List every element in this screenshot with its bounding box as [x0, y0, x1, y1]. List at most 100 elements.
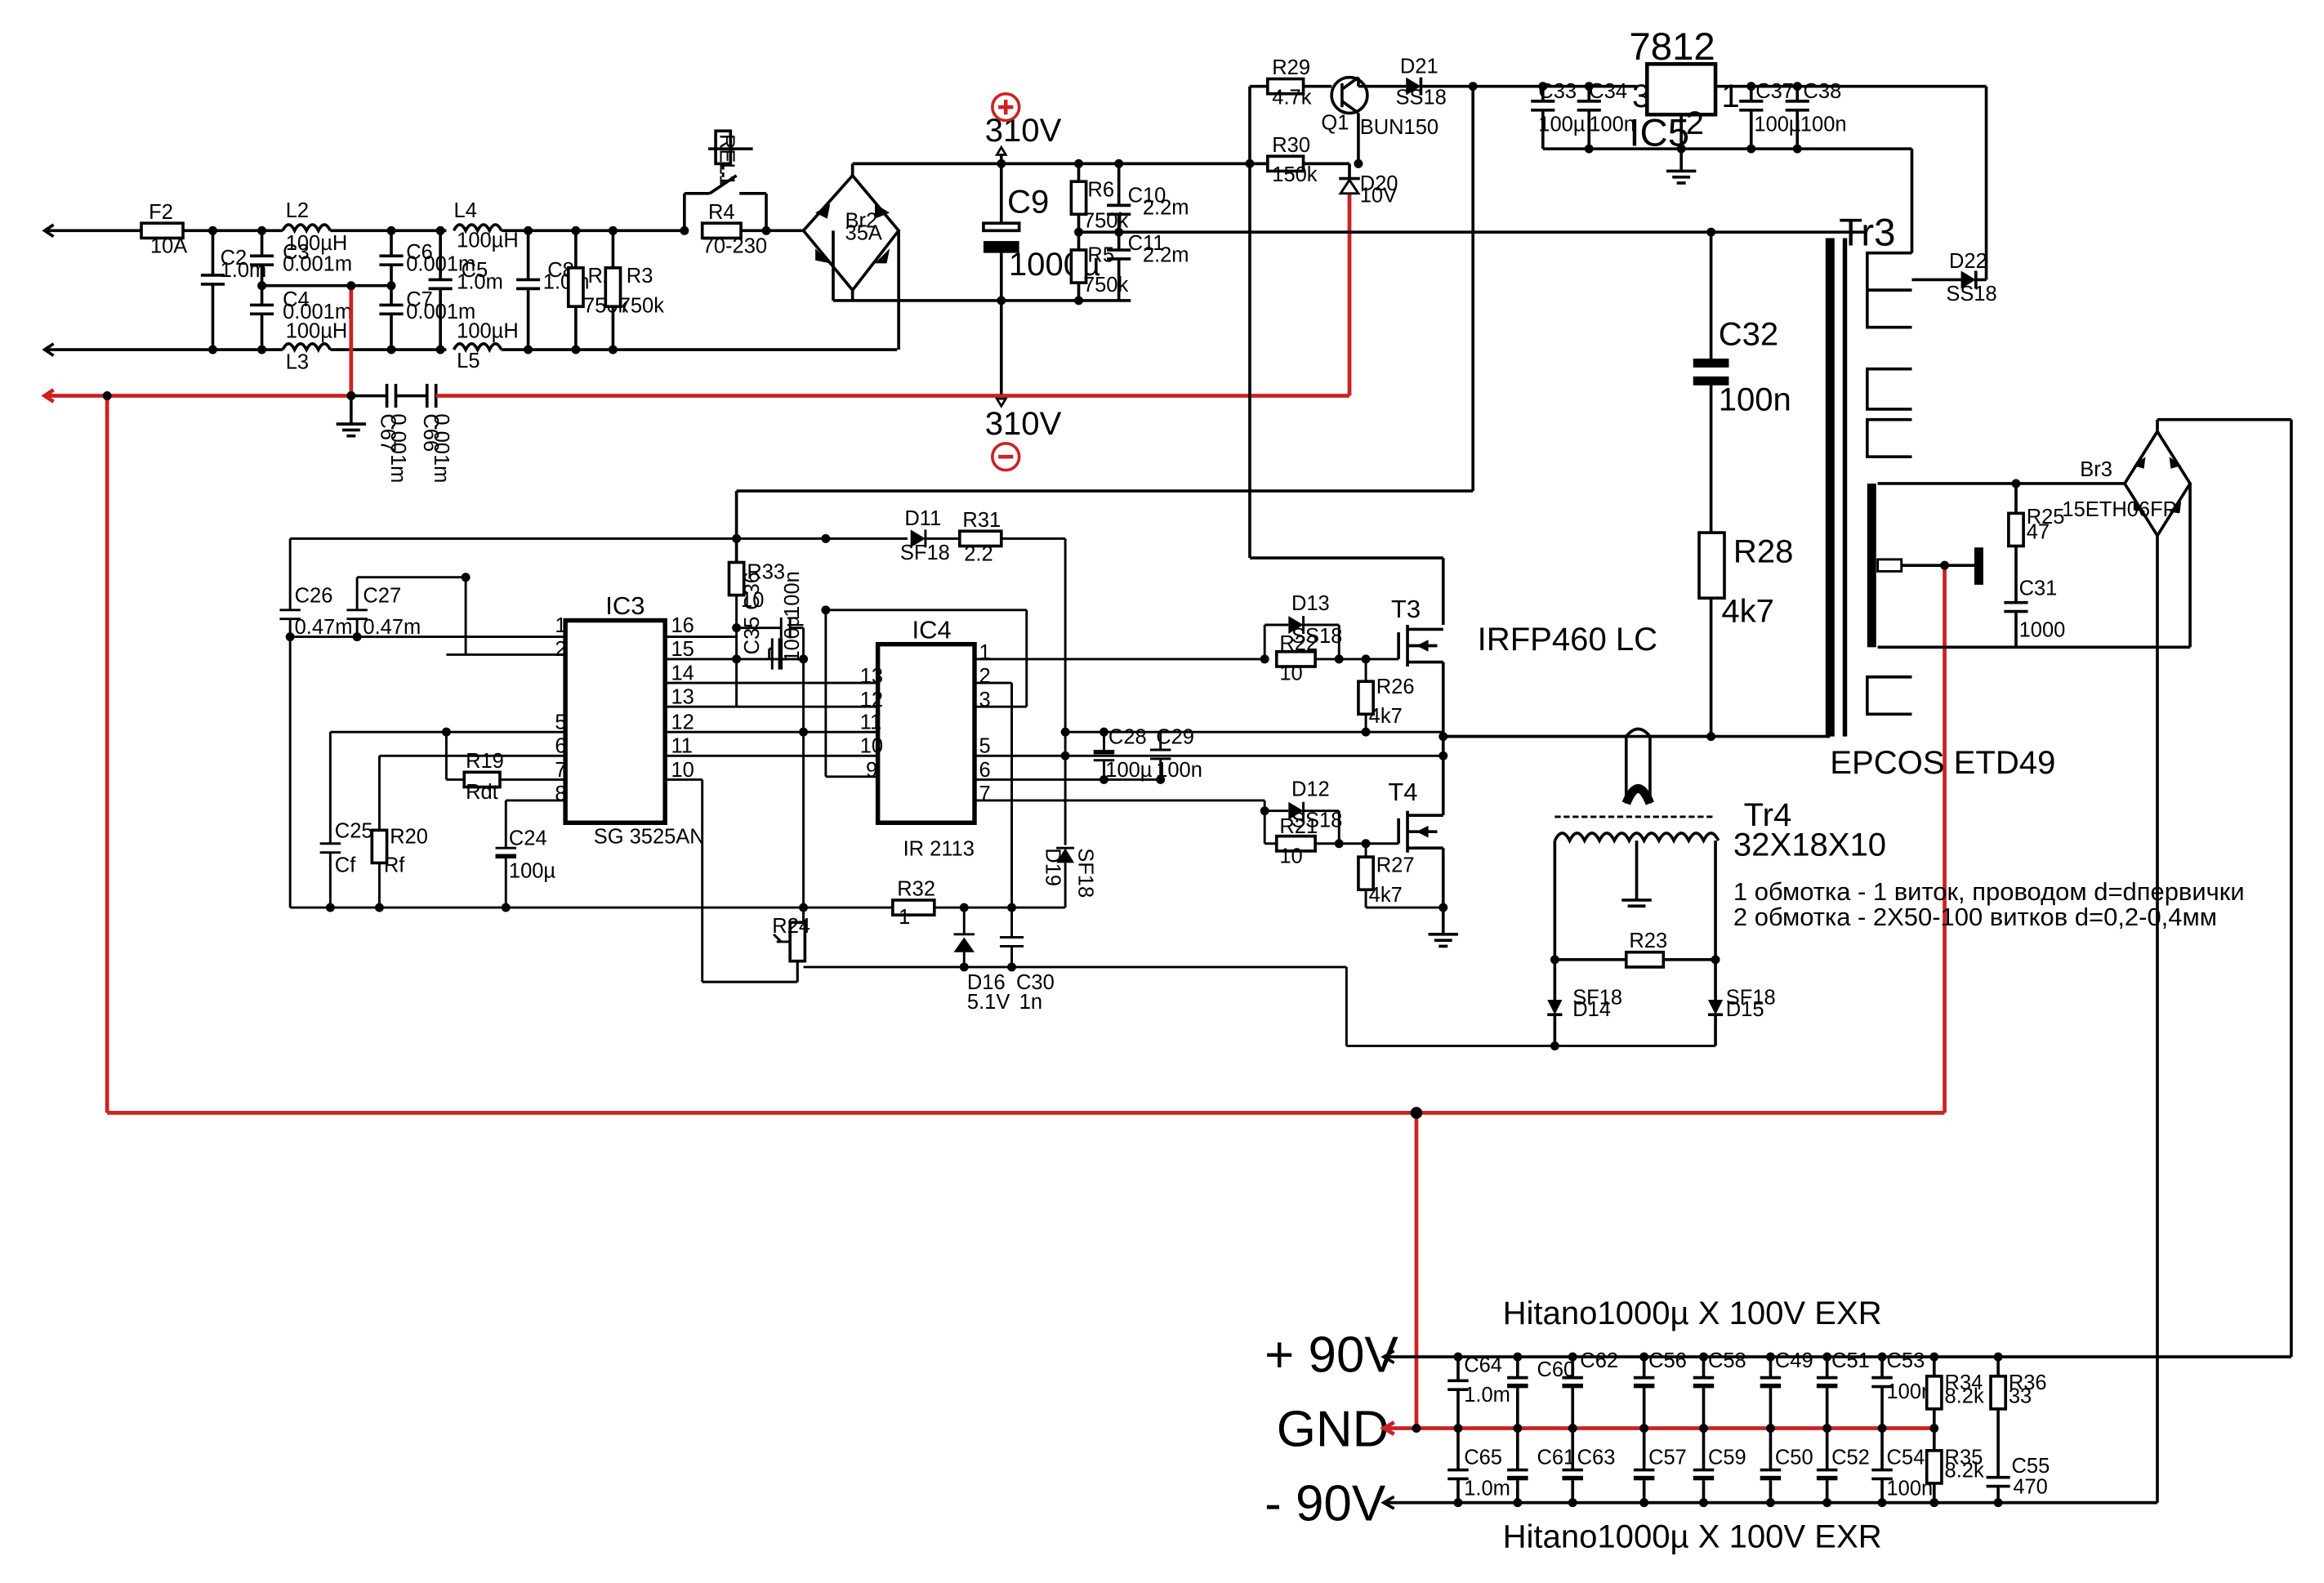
startup-supply: R29 4.7k Q1 BUN150 D21 SS18 R30 150k D20… — [734, 25, 1988, 626]
label-R26: R26 — [1376, 676, 1415, 698]
label-L3-val: 100µH — [286, 319, 348, 342]
ic4-pin-6: 6 — [979, 759, 990, 782]
label-R33-val: 10 — [741, 589, 764, 612]
label-C59: C59 — [1708, 1446, 1746, 1469]
earth-line — [41, 193, 1947, 1430]
label-R5-val: 750k — [1083, 274, 1129, 297]
label-D11-val: SF18 — [900, 542, 950, 564]
label-R35-val: 8.2k — [1945, 1460, 1984, 1483]
label-C27: C27 — [363, 585, 401, 608]
label-R19: R19 — [466, 750, 504, 773]
label-C7: C7 — [406, 288, 433, 311]
label-Br3-val: 15ETH06FP — [2062, 498, 2176, 521]
label-R32-val: 1 — [899, 906, 910, 929]
label-R31-val: 2.2 — [964, 543, 992, 566]
label-R19-val: Rdt — [466, 781, 498, 804]
label-C4-val: 0.001m — [283, 301, 352, 323]
label-R5: R5 — [1087, 244, 1114, 267]
label-REL1: REL1 — [716, 134, 738, 186]
label-C53: C53 — [1887, 1349, 1925, 1372]
label-out-minus: - 90V — [1265, 1475, 1386, 1532]
label-ic5-pin1: 1 — [1721, 78, 1739, 114]
label-C30: C30 — [1016, 971, 1055, 994]
label-T3: T3 — [1391, 595, 1421, 623]
label-R36-val: 33 — [2009, 1385, 2032, 1408]
label-C10-val: 2.2m — [1143, 196, 1189, 219]
cap-pair-1: C64 1.0m C65 1.0m — [1447, 1353, 1510, 1503]
label-L3: L3 — [286, 351, 309, 374]
ic3-pin-12: 12 — [671, 711, 694, 734]
ic4-pin-10: 10 — [860, 735, 883, 758]
label-R22: R22 — [1279, 632, 1318, 655]
label-bottom-voltage: 310V — [985, 406, 1062, 442]
ic3-pin-8: 8 — [555, 783, 566, 805]
label-C11-val: 2.2m — [1143, 244, 1189, 267]
label-C2-val: 1.0m — [221, 259, 267, 282]
label-C10: C10 — [1128, 185, 1166, 207]
label-L4-val: 100µH — [457, 229, 519, 252]
label-R24: R24 — [772, 915, 810, 938]
label-R22-val: 10 — [1279, 662, 1302, 684]
label-D21: D21 — [1400, 55, 1439, 78]
label-C65-val: 1.0m — [1464, 1478, 1510, 1501]
label-tr4-size: 32X18X10 — [1733, 827, 1886, 863]
label-C5-val: 1.0m — [457, 270, 503, 293]
output-rectifier: Br3 15ETH06FP R25 47 C31 1000 — [2004, 417, 2293, 1503]
ic4-pin-1: 1 — [979, 641, 990, 664]
snubber: C32 100n R28 4k7 — [1443, 232, 1831, 738]
label-F2-val: 10A — [150, 235, 187, 258]
label-C35-val: 100µ — [781, 615, 804, 662]
label-C50: C50 — [1775, 1446, 1813, 1469]
ic3-pin-6: 6 — [555, 735, 566, 758]
label-C32-val: 100n — [1719, 382, 1791, 418]
label-F2: F2 — [149, 201, 173, 224]
label-C35: C35 — [741, 617, 764, 655]
label-C25: C25 — [335, 819, 373, 842]
label-C64-val: 1.0m — [1464, 1384, 1510, 1407]
label-Br2: Br2 — [845, 210, 878, 233]
label-Br2-val: 35A — [845, 221, 882, 244]
half-bridge: D13 SS18 R22 10 R26 4k7 T3 IRFP460 LC D1… — [1263, 592, 1657, 948]
label-C9: C9 — [1007, 184, 1049, 220]
label-C3-val: 0.001m — [283, 253, 352, 276]
label-C54: C54 — [1887, 1446, 1925, 1469]
label-C34: C34 — [1589, 80, 1627, 103]
ic3-pin-1: 1 — [555, 614, 566, 637]
label-C53-val: 100n — [1887, 1380, 1934, 1403]
label-C36-val: 100n — [781, 571, 804, 618]
label-R6: R6 — [1087, 178, 1114, 201]
label-C37: C37 — [1755, 80, 1794, 103]
ic3-pin-13: 13 — [671, 686, 694, 709]
label-winding2: 2 обмотка - 2X50-100 витков d=0,2-0,4мм — [1733, 903, 2217, 931]
ic3-pin-15: 15 — [671, 638, 694, 661]
label-R28-val: 4k7 — [1721, 593, 1774, 629]
label-C34-val: 100n — [1589, 113, 1635, 136]
ic3-pin-10: 10 — [671, 759, 694, 782]
ic3-sg3525: IC3 SG 3525AN 1 2 5 6 7 8 16 15 14 13 12… — [279, 537, 893, 983]
label-C27-val: 0.47m — [363, 616, 421, 639]
label-D13: D13 — [1291, 592, 1330, 615]
label-C56: C56 — [1648, 1349, 1687, 1372]
label-C66-val: 0.001m — [430, 413, 453, 483]
label-C61: C61 — [1537, 1446, 1575, 1469]
label-main-transformer: EPCOS ETD49 — [1830, 745, 2055, 781]
label-mosfet-type: IRFP460 LC — [1478, 622, 1657, 658]
label-R3-val: 750k — [619, 295, 665, 318]
label-C51: C51 — [1831, 1349, 1870, 1372]
label-D19-val: SF18 — [1074, 848, 1097, 898]
label-ic4-name: IC4 — [912, 615, 952, 644]
label-R4: R4 — [708, 201, 735, 224]
ic4-pin-12: 12 — [860, 689, 883, 711]
label-C6: C6 — [406, 241, 433, 264]
label-ic5-pin3: 3 — [1632, 78, 1650, 114]
cap-pair-4: C56 C57 — [1633, 1349, 1687, 1503]
label-R20-val: Rf — [384, 854, 405, 876]
label-C4: C4 — [283, 288, 310, 311]
label-out-gnd: GND — [1277, 1401, 1389, 1457]
label-D20-val: 10V — [1360, 185, 1397, 207]
label-D11: D11 — [904, 507, 941, 530]
label-R20: R20 — [390, 826, 428, 849]
label-C31-val: 1000 — [2019, 619, 2066, 642]
ic3-pin-16: 16 — [671, 614, 694, 637]
